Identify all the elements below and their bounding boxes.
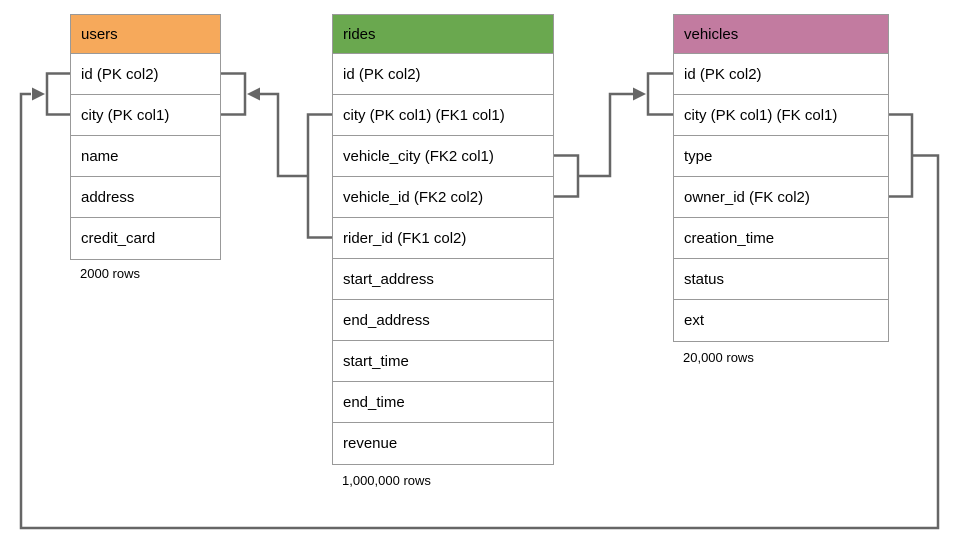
users-left-pk-bracket (45, 72, 70, 116)
table-vehicles-header: vehicles (674, 15, 888, 54)
users-row-count: 2000 rows (80, 266, 140, 281)
table-row: end_time (333, 382, 553, 423)
table-rides-rows: id (PK col2)city (PK col1) (FK1 col1)veh… (333, 54, 553, 464)
table-row: start_time (333, 341, 553, 382)
table-row: owner_id (FK col2) (674, 177, 888, 218)
table-row: address (71, 177, 220, 218)
table-row: id (PK col2) (333, 54, 553, 95)
table-row: city (PK col1) (FK col1) (674, 95, 888, 136)
table-vehicles-rows: id (PK col2)city (PK col1) (FK col1)type… (674, 54, 888, 341)
rides-fk1-bracket (306, 113, 332, 239)
table-row: end_address (333, 300, 553, 341)
table-rides-header: rides (333, 15, 553, 54)
table-row: ext (674, 300, 888, 341)
arrowhead-into-users-left (32, 87, 45, 101)
table-users-header: users (71, 15, 220, 54)
vehicles-fk-bracket (888, 113, 914, 198)
table-row: credit_card (71, 218, 220, 259)
relationship-rides-to-vehicles (553, 72, 673, 198)
table-row: revenue (333, 423, 553, 464)
arrowhead-into-users-right (247, 87, 260, 101)
table-row: city (PK col1) (FK1 col1) (333, 95, 553, 136)
users-right-pk-bracket (220, 72, 247, 116)
vehicles-row-count: 20,000 rows (683, 350, 754, 365)
table-row: rider_id (FK1 col2) (333, 218, 553, 259)
rides-to-vehicles-line (578, 92, 642, 178)
table-row: id (PK col2) (674, 54, 888, 95)
vehicles-to-users-line (19, 92, 940, 530)
table-row: status (674, 259, 888, 300)
table-row: creation_time (674, 218, 888, 259)
table-row: vehicle_city (FK2 col1) (333, 136, 553, 177)
rides-fk2-bracket (553, 154, 580, 198)
vehicles-left-pk-bracket (646, 72, 673, 116)
table-row: vehicle_id (FK2 col2) (333, 177, 553, 218)
table-vehicles: vehicles id (PK col2)city (PK col1) (FK … (673, 14, 889, 342)
table-row: type (674, 136, 888, 177)
rides-to-users-line (251, 92, 308, 178)
table-row: name (71, 136, 220, 177)
relationship-vehicles-to-users (19, 72, 940, 530)
table-row: city (PK col1) (71, 95, 220, 136)
rides-row-count: 1,000,000 rows (342, 473, 431, 488)
relationship-rides-to-users (220, 72, 332, 239)
table-row: start_address (333, 259, 553, 300)
arrowhead-into-vehicles-left (633, 87, 646, 101)
table-rides: rides id (PK col2)city (PK col1) (FK1 co… (332, 14, 554, 465)
table-row: id (PK col2) (71, 54, 220, 95)
